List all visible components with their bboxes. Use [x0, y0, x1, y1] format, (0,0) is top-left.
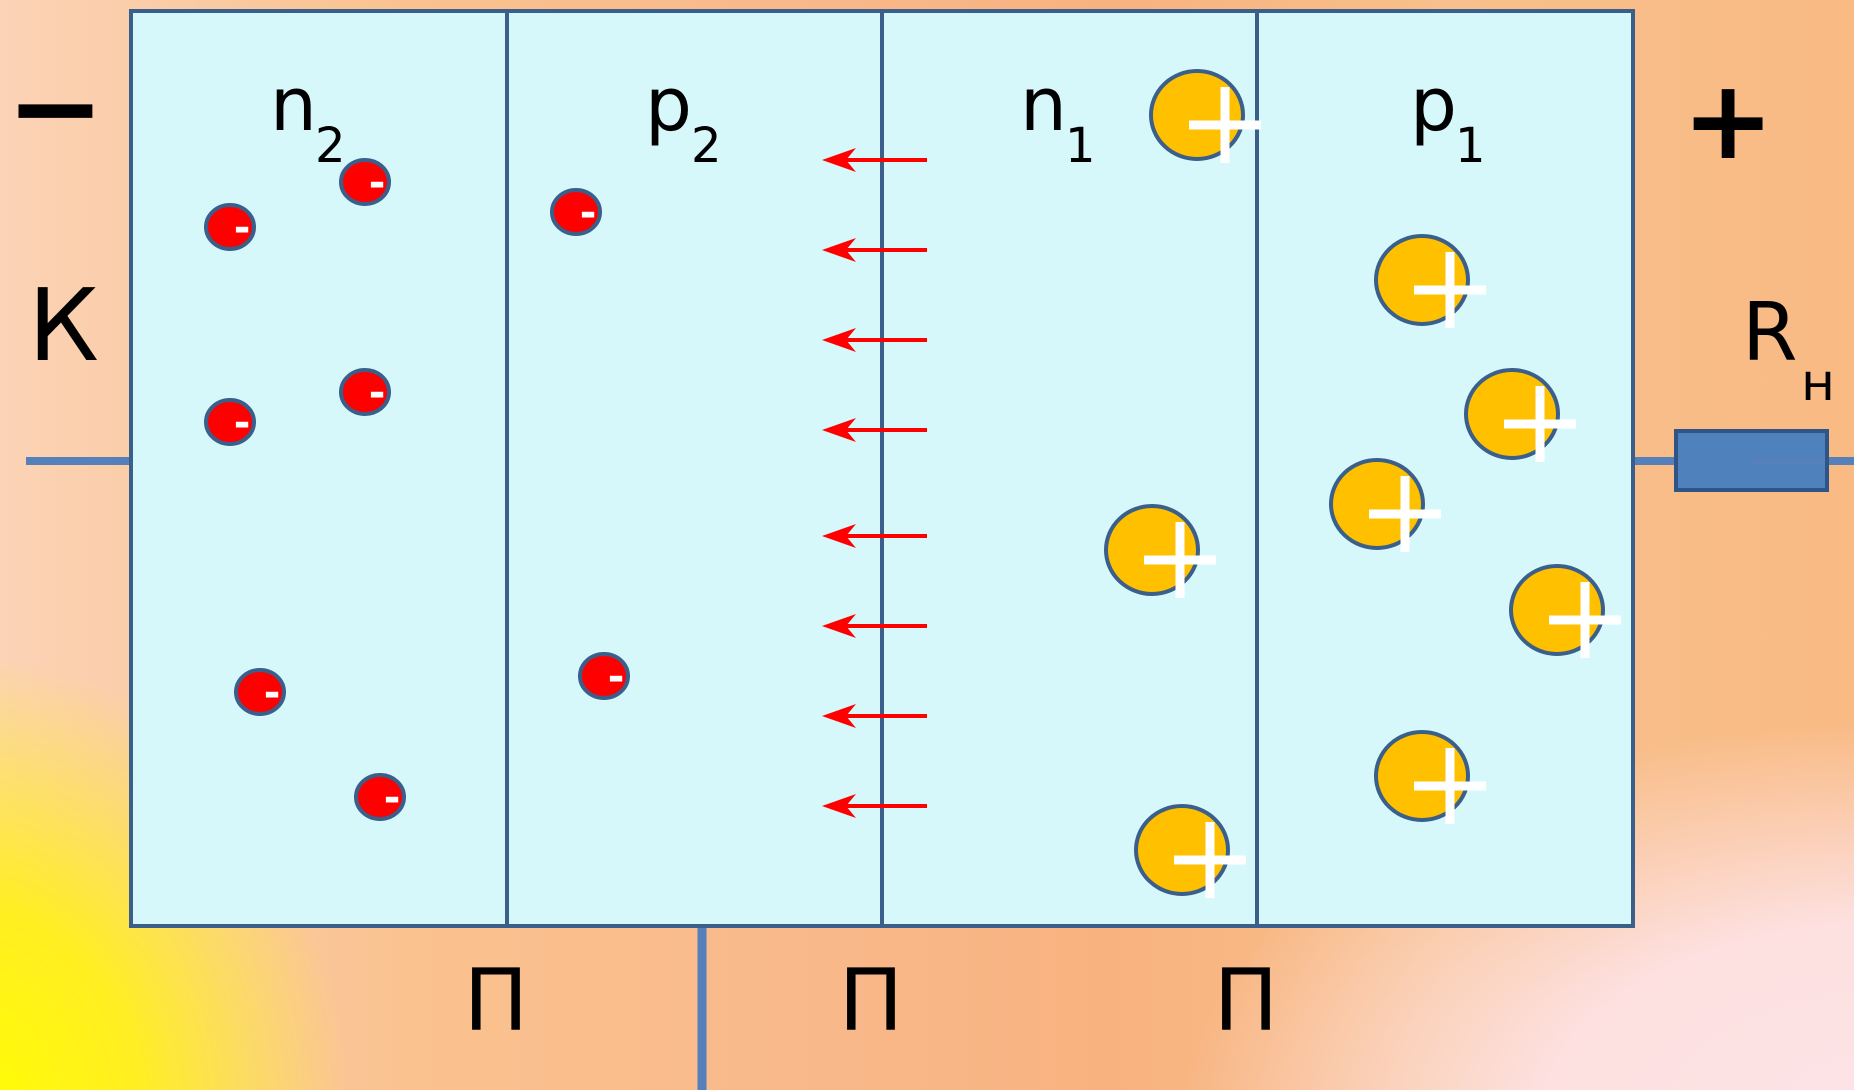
region-n1-subscript: 1: [1065, 118, 1096, 174]
electron: -: [550, 188, 602, 236]
region-p2-letter: p: [645, 62, 692, 148]
field-arrow: [822, 148, 927, 172]
field-arrow: [822, 704, 927, 728]
electron: -: [354, 773, 406, 821]
hole: [1149, 69, 1261, 163]
region-p2-subscript: 2: [691, 118, 722, 174]
region-n1-letter: n: [1020, 62, 1067, 148]
electrons-group: - - - - - - - -: [204, 158, 630, 821]
load-label: R: [1742, 286, 1798, 379]
electron-sign: -: [384, 775, 401, 821]
hole: [1104, 504, 1216, 598]
hole: [1134, 804, 1246, 898]
load-label-subscript: н: [1801, 353, 1835, 413]
electron-sign: -: [264, 670, 281, 716]
junction-label-1: П: [464, 951, 529, 1051]
field-arrow: [822, 794, 927, 818]
field-arrow: [822, 418, 927, 442]
electron-sign: -: [234, 400, 251, 446]
plus-terminal-sign: +: [1682, 56, 1774, 184]
electron-sign: -: [580, 190, 597, 236]
electron: -: [204, 203, 256, 251]
junction-label-3: П: [1214, 951, 1279, 1051]
cathode-label: К: [28, 267, 99, 384]
electric-field-arrows: [822, 148, 927, 818]
hole: [1509, 564, 1621, 658]
hole: [1464, 368, 1576, 462]
region-n2-subscript: 2: [315, 118, 346, 174]
field-arrow: [822, 238, 927, 262]
electron: -: [204, 398, 256, 446]
electron-sign: -: [369, 370, 386, 416]
electron: -: [339, 158, 391, 206]
hole: [1329, 458, 1441, 552]
field-arrow: [822, 524, 927, 548]
hole: [1374, 730, 1486, 824]
hole: [1374, 234, 1486, 328]
field-arrow: [822, 614, 927, 638]
field-arrow: [822, 328, 927, 352]
electron: -: [578, 652, 630, 700]
region-p1-letter: p: [1410, 62, 1457, 148]
electron-sign: -: [608, 654, 625, 700]
electron-sign: -: [234, 205, 251, 251]
holes-group: [1104, 69, 1621, 898]
region-p1-subscript: 1: [1455, 118, 1486, 174]
minus-terminal-sign: −: [6, 38, 105, 176]
region-n2-letter: n: [270, 62, 317, 148]
electron: -: [339, 368, 391, 416]
junction-label-2: П: [839, 951, 904, 1051]
electron: -: [234, 668, 286, 716]
electron-sign: -: [369, 160, 386, 206]
